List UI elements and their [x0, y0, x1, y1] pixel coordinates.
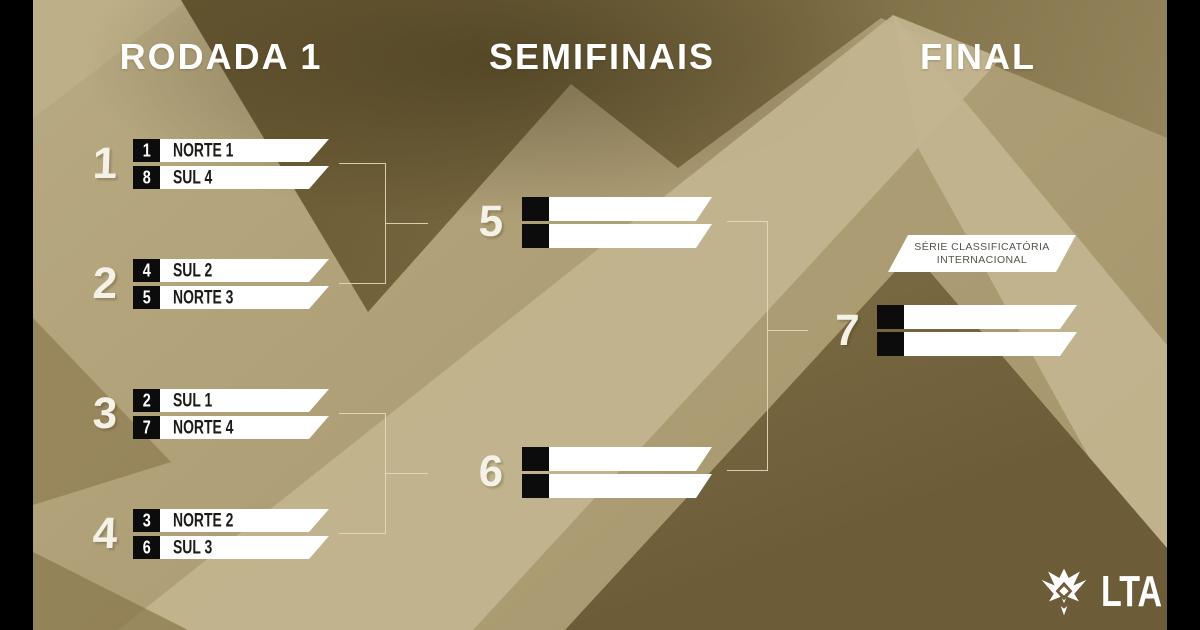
team-name: NORTE 1	[173, 139, 234, 161]
match-slot-empty	[522, 447, 712, 471]
connector-line	[385, 223, 428, 224]
seed-box: 1	[133, 139, 160, 162]
seed-box	[522, 224, 549, 248]
seed-box: 8	[133, 166, 160, 189]
qualifier-label-line1: SÉRIE CLASSIFICATÓRIA	[914, 241, 1050, 253]
match-7: 7	[825, 305, 1080, 356]
match-number: 4	[91, 509, 119, 558]
seed-box	[522, 197, 549, 221]
lta-emblem-icon	[1041, 568, 1087, 616]
match-6: 6	[470, 447, 725, 498]
connector-line	[767, 221, 768, 471]
connector-line	[339, 283, 385, 284]
match-number: 7	[833, 306, 861, 355]
team-bar: NORTE 4	[160, 416, 329, 439]
match-number: 5	[477, 197, 505, 246]
seed-box	[522, 474, 549, 498]
match-3: 3 2 SUL 1 7 NORTE 4	[90, 389, 345, 440]
team-name: SUL 2	[173, 259, 213, 281]
team-bar	[549, 447, 712, 471]
team-name: SUL 4	[173, 166, 213, 188]
team-name: SUL 3	[173, 536, 213, 558]
lta-logo: LTA	[1036, 566, 1173, 618]
final-qualifier-plate: SÉRIE CLASSIFICATÓRIA INTERNACIONAL	[888, 235, 1076, 272]
team-bar: SUL 1	[160, 389, 329, 412]
seed-number: 5	[142, 286, 151, 308]
seed-box: 4	[133, 259, 160, 282]
match-slot-empty	[522, 224, 712, 248]
match-slot-empty	[877, 305, 1077, 329]
team-bar	[904, 332, 1077, 356]
match-number: 2	[91, 259, 119, 308]
match-slot: 7 NORTE 4	[133, 416, 329, 439]
seed-box: 5	[133, 286, 160, 309]
match-slot-empty	[522, 474, 712, 498]
seed-box: 2	[133, 389, 160, 412]
team-bar: SUL 2	[160, 259, 329, 282]
team-name: NORTE 4	[173, 416, 234, 438]
seed-box: 3	[133, 509, 160, 532]
connector-line	[767, 330, 808, 331]
seed-number: 2	[142, 389, 151, 411]
match-slot: 1 NORTE 1	[133, 139, 329, 162]
match-5: 5	[470, 197, 725, 248]
left-black-pillar	[0, 0, 33, 630]
team-name: NORTE 2	[173, 509, 234, 531]
team-bar: NORTE 3	[160, 286, 329, 309]
team-bar	[549, 474, 712, 498]
match-slot-empty	[522, 197, 712, 221]
connector-line	[339, 533, 385, 534]
team-bar: SUL 4	[160, 166, 329, 189]
right-black-pillar	[1167, 0, 1200, 630]
team-bar: SUL 3	[160, 536, 329, 559]
seed-box: 7	[133, 416, 160, 439]
match-slot: 3 NORTE 2	[133, 509, 329, 532]
match-slot: 6 SUL 3	[133, 536, 329, 559]
match-number: 6	[477, 447, 505, 496]
seed-box	[522, 447, 549, 471]
team-bar: NORTE 1	[160, 139, 329, 162]
match-4: 4 3 NORTE 2 6 SUL 3	[90, 509, 345, 560]
header-final: FINAL	[920, 36, 1036, 77]
seed-box: 6	[133, 536, 160, 559]
seed-number: 6	[142, 536, 151, 558]
match-1: 1 1 NORTE 1 8 SUL 4	[90, 139, 345, 190]
team-name: SUL 1	[173, 389, 213, 411]
team-bar	[904, 305, 1077, 329]
seed-box	[877, 332, 904, 356]
match-slot-empty	[877, 332, 1077, 356]
match-slot: 8 SUL 4	[133, 166, 329, 189]
seed-number: 8	[142, 166, 151, 188]
connector-line	[339, 163, 385, 164]
header-semifinals: SEMIFINAIS	[488, 36, 716, 77]
seed-number: 1	[142, 139, 151, 161]
match-number: 1	[91, 139, 119, 188]
match-slot: 2 SUL 1	[133, 389, 329, 412]
team-bar	[549, 224, 712, 248]
seed-number: 7	[142, 416, 151, 438]
connector-line	[727, 470, 768, 471]
connector-line	[727, 221, 768, 222]
connector-line	[339, 413, 385, 414]
match-slot: 5 NORTE 3	[133, 286, 329, 309]
seed-box	[877, 305, 904, 329]
match-2: 2 4 SUL 2 5 NORTE 3	[90, 259, 345, 310]
team-name: NORTE 3	[173, 286, 234, 308]
qualifier-label-line2: INTERNACIONAL	[936, 253, 1028, 266]
seed-number: 4	[142, 259, 151, 281]
connector-line	[385, 473, 428, 474]
team-bar	[549, 197, 712, 221]
seed-number: 3	[142, 509, 151, 531]
match-number: 3	[91, 389, 119, 438]
header-round1: RODADA 1	[119, 36, 323, 77]
team-bar: NORTE 2	[160, 509, 329, 532]
lta-logo-text: LTA	[1101, 568, 1163, 616]
match-slot: 4 SUL 2	[133, 259, 329, 282]
